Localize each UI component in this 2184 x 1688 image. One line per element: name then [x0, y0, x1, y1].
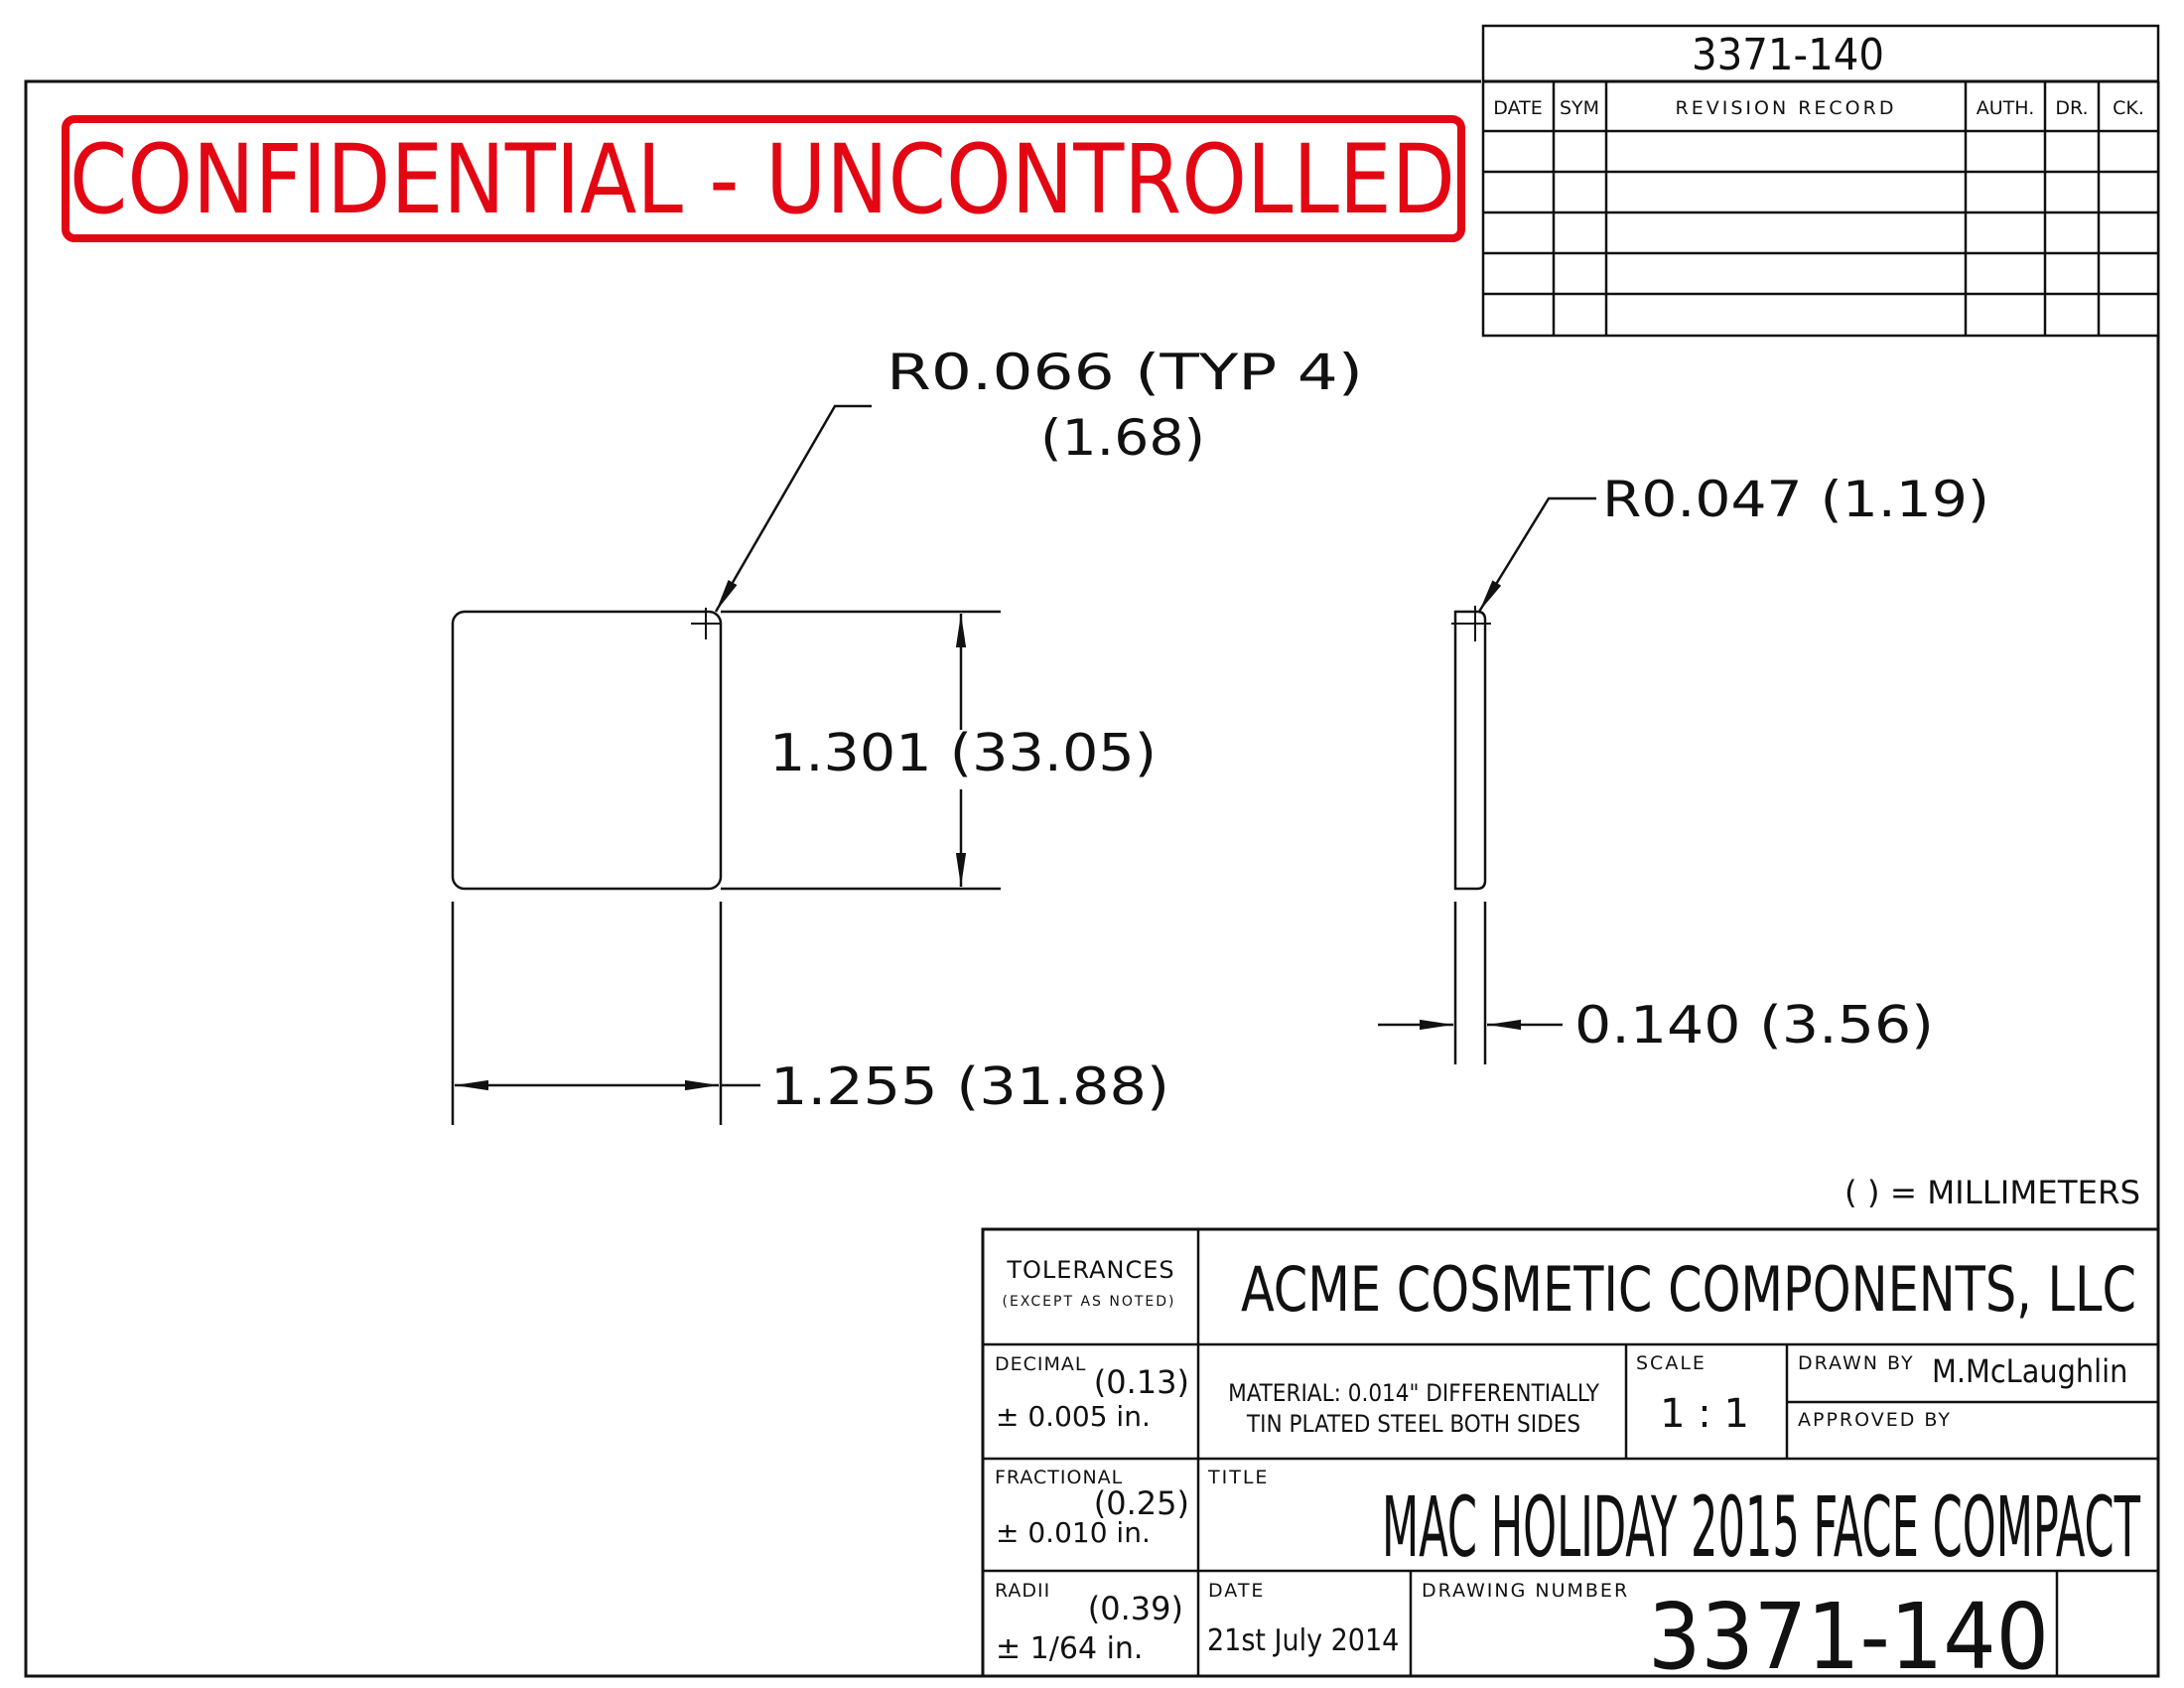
- revision-block: 3371-140 DATE SYM REVISION RECORD AUTH. …: [1481, 24, 2160, 338]
- title-block: TOLERANCES (EXCEPT AS NOTED) ACME COSMET…: [981, 1227, 2160, 1688]
- revision-col-record: REVISION RECORD: [1676, 97, 1897, 119]
- revision-drawing-number: 3371-140: [1692, 30, 1884, 80]
- revision-col-sym: SYM: [1560, 97, 1599, 119]
- title-label: TITLE: [1207, 1467, 1269, 1488]
- width-dimension: [451, 902, 760, 1125]
- fractional-label: FRACTIONAL: [995, 1467, 1123, 1488]
- thickness-dimension-label: 0.140 (3.56): [1574, 996, 1934, 1055]
- revision-col-ck: CK.: [2113, 97, 2144, 119]
- width-dimension-label: 1.255 (31.88): [770, 1057, 1169, 1117]
- units-note: ( ) = MILLIMETERS: [1844, 1174, 2140, 1211]
- thickness-dimension: [1378, 902, 1563, 1064]
- title-value: MAC HOLIDAY 2015 FACE COMPACT: [1382, 1478, 2140, 1576]
- decimal-value: ± 0.005 in.: [996, 1400, 1151, 1433]
- revision-col-dr: DR.: [2055, 97, 2088, 119]
- drawing-number-value: 3371-140: [1648, 1584, 2049, 1688]
- decimal-label: DECIMAL: [995, 1353, 1086, 1375]
- confidential-text: CONFIDENTIAL - UNCONTROLLED: [69, 124, 1455, 235]
- date-value: 21st July 2014: [1207, 1623, 1399, 1658]
- height-dimension-label: 1.301 (33.05): [769, 724, 1157, 783]
- height-dimension: [721, 610, 1001, 891]
- radii-mm: (0.39): [1088, 1590, 1183, 1627]
- revision-col-auth: AUTH.: [1977, 97, 2035, 119]
- approved-by-label: APPROVED BY: [1798, 1409, 1952, 1431]
- sheet-border: [24, 79, 2160, 1678]
- revision-col-date: DATE: [1493, 97, 1542, 119]
- front-radius-callout-mm: (1.68): [1040, 409, 1205, 467]
- date-label: DATE: [1208, 1580, 1265, 1602]
- side-radius-callout: R0.047 (1.19): [1602, 471, 1989, 528]
- fractional-value: ± 0.010 in.: [996, 1516, 1151, 1549]
- front-radius-leader: R0.066 (TYP 4) (1.68): [714, 344, 1363, 613]
- fractional-mm: (0.25): [1094, 1484, 1189, 1522]
- confidential-banner: CONFIDENTIAL - UNCONTROLLED: [62, 115, 1465, 242]
- tolerances-label: TOLERANCES: [1006, 1256, 1174, 1284]
- front-view: [451, 608, 723, 891]
- drawn-by-value: M.McLaughlin: [1932, 1352, 2127, 1390]
- material-line2: TIN PLATED STEEL BOTH SIDES: [1246, 1410, 1580, 1438]
- drawn-by-label: DRAWN BY: [1798, 1352, 1915, 1374]
- company-name: ACME COSMETIC COMPONENTS, LLC: [1241, 1253, 2136, 1326]
- drawing-number-label: DRAWING NUMBER: [1422, 1580, 1629, 1602]
- tolerances-sub: (EXCEPT AS NOTED): [1003, 1294, 1176, 1310]
- side-view: [1451, 606, 1491, 891]
- radii-label: RADII: [995, 1580, 1050, 1602]
- side-radius-leader: R0.047 (1.19): [1477, 471, 1989, 613]
- decimal-mm: (0.13): [1094, 1363, 1189, 1401]
- radii-value: ± 1/64 in.: [996, 1631, 1143, 1666]
- scale-value: 1 : 1: [1660, 1391, 1749, 1437]
- material-line1: MATERIAL: 0.014" DIFFERENTIALLY: [1228, 1379, 1600, 1407]
- front-radius-callout: R0.066 (TYP 4): [887, 344, 1363, 401]
- scale-label: SCALE: [1636, 1352, 1706, 1374]
